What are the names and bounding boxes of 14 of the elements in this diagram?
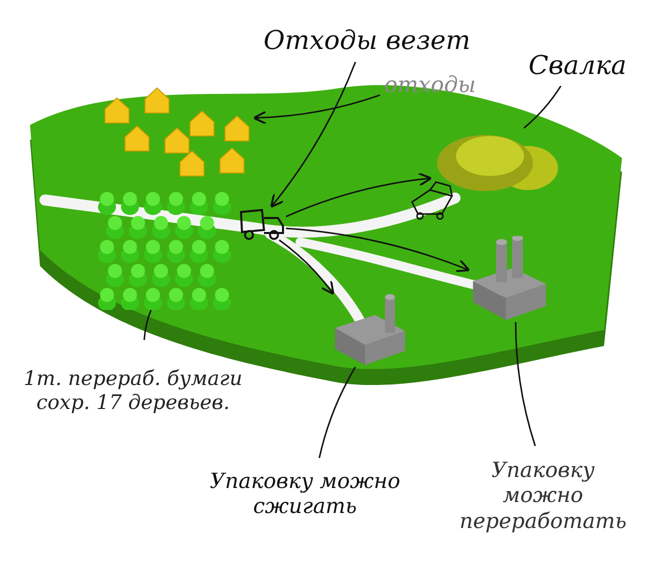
leader-line bbox=[524, 86, 562, 129]
leader-line bbox=[318, 366, 356, 458]
arrow bbox=[278, 239, 334, 295]
handwritten-note: Упаковку можно сжигать bbox=[200, 458, 410, 530]
arrow bbox=[286, 172, 432, 218]
handwritten-note: Отходы везет bbox=[262, 22, 472, 62]
leader-arrow bbox=[270, 62, 356, 208]
leader-line bbox=[514, 322, 536, 446]
leader-arrow bbox=[252, 94, 380, 124]
handwritten-note: Свалка bbox=[515, 48, 640, 86]
handwritten-note: Упаковку можно переработать bbox=[448, 446, 638, 546]
truck-drawing bbox=[238, 206, 286, 240]
arrow bbox=[286, 228, 470, 272]
handwritten-note: 1т. перераб. бумаги сохр. 17 деревьев. bbox=[8, 340, 258, 440]
